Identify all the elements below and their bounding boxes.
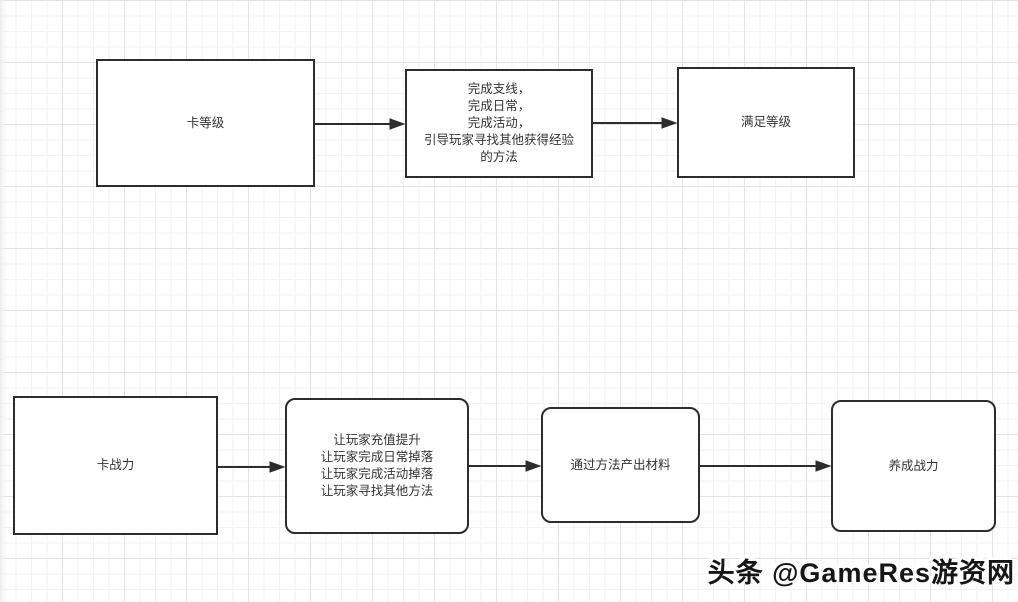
flow-node-label: 养成战力 (888, 458, 939, 473)
watermark-text: 头条 @GameRes游资网 (707, 558, 1015, 588)
flow-node-power-methods: 让玩家充值提升 让玩家完成日常掉落 让玩家完成活动掉落 让玩家寻找其他方法 (285, 398, 469, 534)
flow-node-label: 卡战力 (96, 458, 135, 472)
flow-node-grow-power: 养成战力 (831, 400, 996, 532)
flow-node-stuck-level: 卡等级 (96, 59, 315, 187)
flow-node-meet-level: 满足等级 (677, 67, 855, 178)
connector-arrow-power-2 (468, 460, 542, 472)
flow-node-produce-materials: 通过方法产出材料 (541, 407, 700, 523)
canvas-left-edge (0, 0, 7, 602)
connector-arrow-power-1 (217, 461, 286, 473)
flow-node-label: 让玩家充值提升 让玩家完成日常掉落 让玩家完成活动掉落 让玩家寻找其他方法 (320, 433, 434, 498)
flow-node-stuck-power: 卡战力 (13, 396, 218, 535)
connector-arrow-level-2 (592, 117, 678, 129)
connector-arrow-level-1 (315, 118, 406, 130)
flow-node-level-methods: 完成支线， 完成日常， 完成活动， 引导玩家寻找其他获得经验 的方法 (405, 69, 593, 178)
flow-node-label: 满足等级 (740, 115, 791, 129)
connector-arrow-power-3 (699, 460, 832, 472)
flow-node-label: 卡等级 (186, 115, 225, 130)
flow-node-label: 完成支线， 完成日常， 完成活动， 引导玩家寻找其他获得经验 的方法 (423, 82, 574, 164)
flow-node-label: 通过方法产出材料 (570, 457, 671, 472)
